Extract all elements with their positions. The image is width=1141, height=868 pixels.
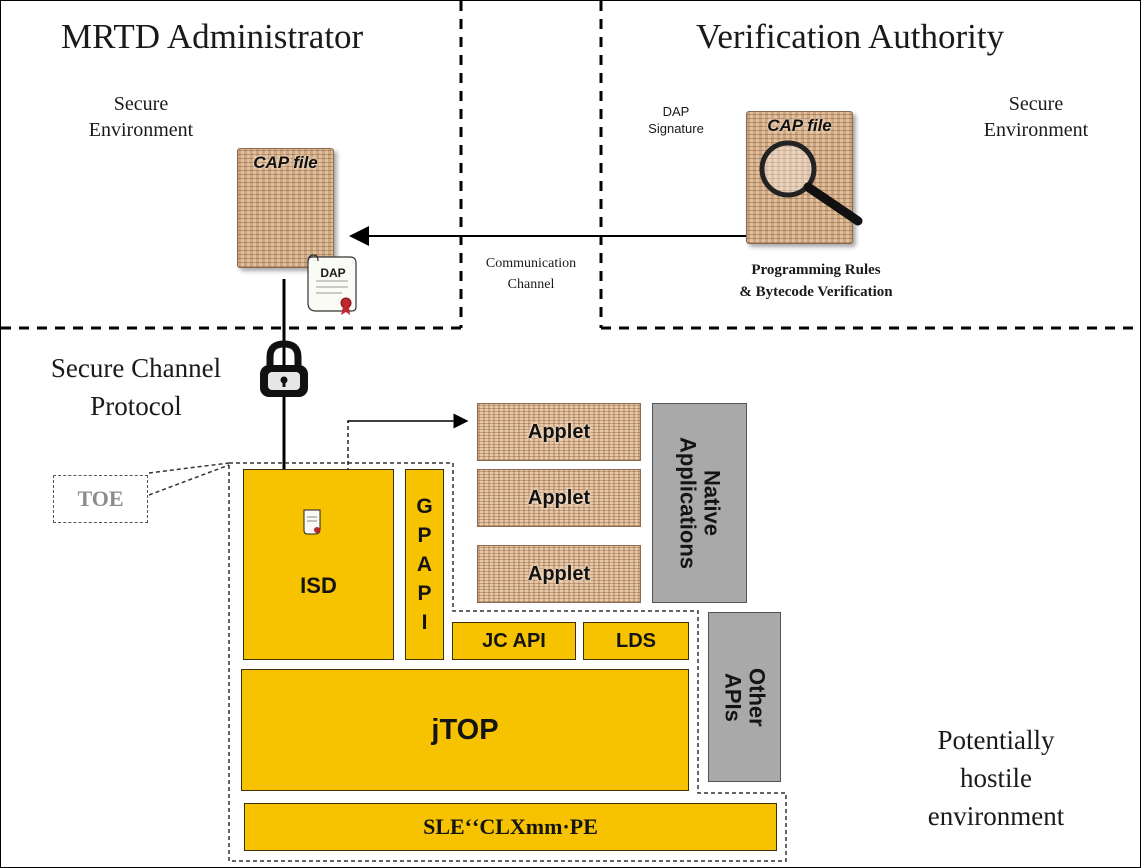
communication-channel-label: Communication Channel: [466, 253, 596, 295]
toe-boundary: [228, 462, 787, 862]
native-applications-label: Native Applications: [675, 436, 725, 569]
applet-block: Applet: [477, 469, 641, 527]
toe-leader-bottom: [148, 464, 230, 496]
gp-api-block: G P A P I: [405, 469, 444, 660]
dap-certificate-label: DAP: [320, 266, 346, 280]
cap-file-admin-label: CAP file: [253, 153, 318, 172]
hostile-line3: environment: [927, 801, 1065, 831]
sle-chip-block: SLEʻʻCLXmm·PE: [244, 803, 777, 851]
install-arrow: [347, 413, 469, 429]
isd-dap-icon: [303, 509, 321, 535]
programming-rules-label: Programming Rules & Bytecode Verificatio…: [701, 259, 931, 303]
dap-signature-label: DAP Signature: [626, 103, 726, 137]
dap-signature-line1: DAP: [662, 104, 690, 119]
secure-channel-line2: Protocol: [90, 391, 182, 421]
jtop-block: jTOP: [241, 669, 689, 791]
dap-signature-line2: Signature: [648, 121, 704, 136]
dap-certificate-icon: [307, 254, 357, 315]
lds-block: LDS: [583, 622, 689, 660]
admin-env-line1: Secure: [113, 93, 169, 115]
padlock-icon: [260, 340, 308, 397]
applet-block: Applet: [477, 545, 641, 603]
cap-file-authority-label: CAP file: [767, 116, 832, 135]
admin-zone-title: MRTD Administrator: [61, 17, 364, 56]
admin-environment-label: Secure Environment: [61, 91, 221, 143]
jc-api-block: JC API: [452, 622, 576, 660]
gp-api-label: G P A P I: [416, 495, 433, 634]
authority-environment-label: Secure Environment: [956, 91, 1116, 143]
cap-file-admin: CAP file: [237, 148, 334, 268]
hostile-environment-label: Potentially hostile environment: [861, 721, 1131, 835]
secure-channel-protocol-label: Secure Channel Protocol: [21, 349, 251, 425]
communication-line2: Channel: [507, 277, 555, 292]
applet-label: Applet: [527, 562, 591, 585]
authority-env-line2: Environment: [983, 119, 1089, 141]
toe-leader-top: [148, 462, 230, 474]
hostile-line1: Potentially: [937, 725, 1055, 755]
communication-line1: Communication: [485, 256, 577, 271]
programming-rules-line1: Programming Rules: [751, 262, 881, 278]
isd-block: ISD: [243, 469, 394, 660]
other-apis-block: Other APIs: [708, 612, 781, 782]
isd-label: ISD: [300, 572, 337, 598]
programming-rules-line2: & Bytecode Verification: [739, 284, 893, 300]
admin-env-line2: Environment: [88, 119, 194, 141]
applet-label: Applet: [527, 486, 591, 509]
magnifier-icon: [759, 140, 863, 226]
authority-env-line1: Secure: [1008, 93, 1064, 115]
authority-zone-title: Verification Authority: [696, 17, 1005, 56]
other-apis-label: Other APIs: [720, 667, 770, 727]
toe-label: TOE: [53, 475, 148, 523]
hostile-line2: hostile: [960, 763, 1032, 793]
applet-label: Applet: [527, 420, 591, 443]
native-applications-block: Native Applications: [652, 403, 747, 603]
applet-block: Applet: [477, 403, 641, 461]
secure-channel-line1: Secure Channel: [50, 353, 222, 383]
